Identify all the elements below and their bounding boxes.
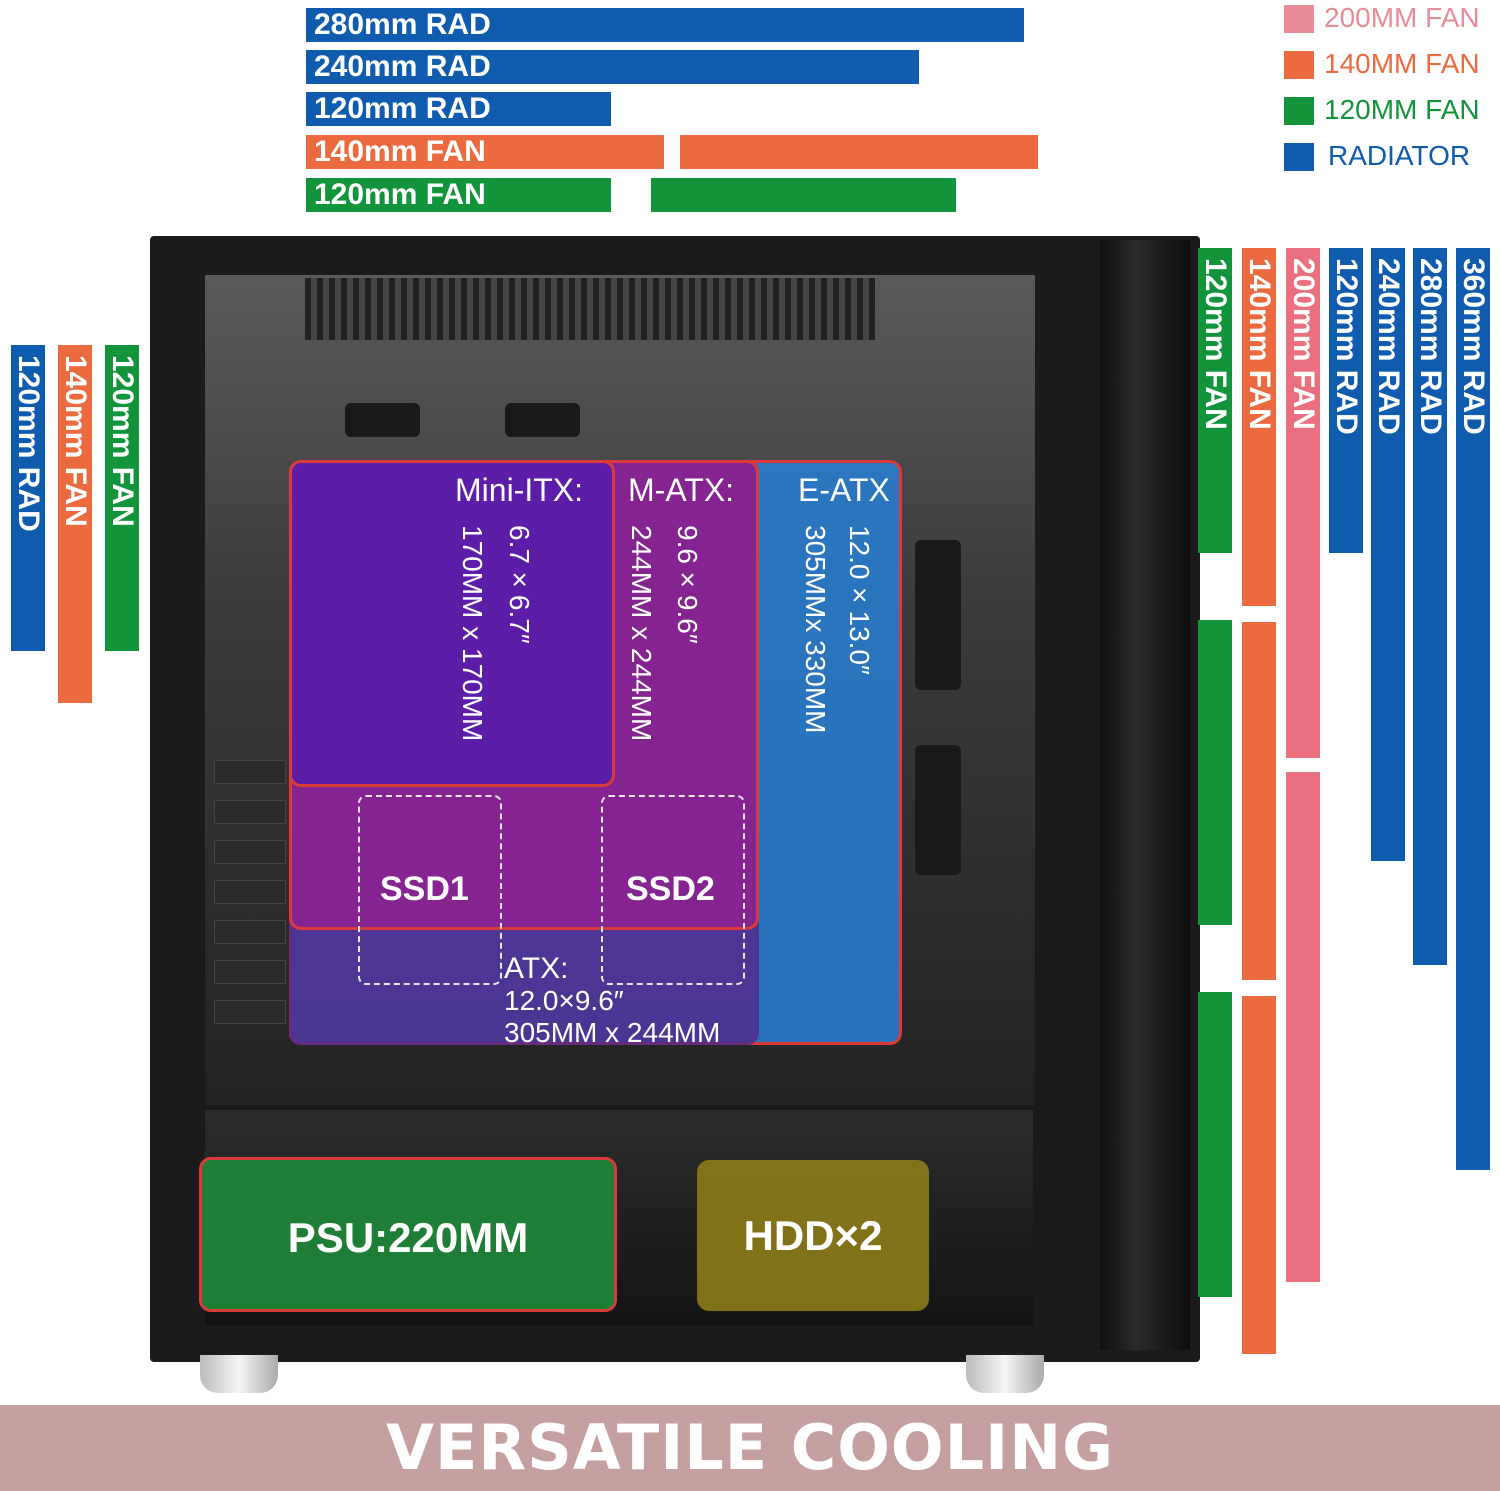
mini-itx-title: Mini-ITX: [455, 472, 583, 508]
ssd2-slot [601, 795, 745, 985]
psu-bay: PSU:220MM [199, 1157, 617, 1312]
front-bar-label: 140mm FAN [1243, 258, 1276, 430]
top-vent [305, 278, 875, 340]
expansion-slot [214, 880, 286, 904]
cable-cutout [915, 540, 961, 690]
rear-bar-120mm-fan: 120mm FAN [105, 345, 139, 651]
ssd1-slot [358, 795, 502, 985]
matx-mm: 244MM x 244MM [626, 525, 657, 742]
front-bar-120mm-fan-2 [1198, 620, 1232, 925]
ssd1-label: SSD1 [380, 870, 469, 908]
ssd2-label: SSD2 [626, 870, 715, 908]
front-bar-label: 200mm FAN [1287, 258, 1320, 430]
rear-bar-label: 140mm FAN [59, 355, 92, 527]
front-bar-280mm-rad: 280mm RAD [1413, 248, 1447, 965]
front-bar-label: 360mm RAD [1457, 258, 1490, 435]
case-foot [200, 1355, 278, 1393]
front-bar-200mm-fan: 200mm FAN [1286, 248, 1320, 758]
legend-swatch [1284, 97, 1314, 125]
top-bar-240mm-rad: 240mm RAD [306, 50, 919, 84]
atx-inch: 12.0×9.6″ [504, 985, 624, 1016]
cable-cutout [505, 403, 580, 437]
hdd-bay: HDD×2 [697, 1160, 929, 1311]
rear-bar-label: 120mm RAD [12, 355, 45, 532]
legend-label: 120MM FAN [1324, 94, 1480, 125]
front-bar-140mm-fan: 140mm FAN [1242, 248, 1276, 606]
top-bar-140mm-fan-2 [680, 135, 1038, 169]
cable-cutout [345, 403, 420, 437]
mini-itx-inch: 6.7×6.7″ [504, 525, 535, 644]
front-bar-label: 120mm FAN [1199, 258, 1232, 430]
eatx-title: E-ATX [798, 472, 890, 508]
legend-label: 200MM FAN [1324, 2, 1480, 33]
legend-label: RADIATOR [1328, 140, 1471, 171]
case-foot [966, 1355, 1044, 1393]
front-bar-140mm-fan-2 [1242, 622, 1276, 980]
expansion-slot [214, 800, 286, 824]
banner: VERSATILE COOLING [0, 1405, 1500, 1491]
front-bar-120mm-rad: 120mm RAD [1329, 248, 1363, 553]
front-bar-240mm-rad: 240mm RAD [1371, 248, 1405, 861]
front-bar-120mm-fan: 120mm FAN [1198, 248, 1232, 553]
expansion-slot [214, 840, 286, 864]
cable-cutout [915, 745, 961, 875]
front-bar-200mm-fan-2 [1286, 772, 1320, 1282]
legend-swatch [1284, 5, 1314, 33]
front-bar-label: 240mm RAD [1372, 258, 1405, 435]
mini-itx-area [289, 460, 615, 787]
eatx-mm: 305MMx 330MM [800, 525, 831, 734]
front-bar-label: 120mm RAD [1330, 258, 1363, 435]
atx-title: ATX: [504, 952, 569, 985]
front-bar-140mm-fan-3 [1242, 996, 1276, 1354]
mini-itx-mm: 170MM x 170MM [457, 525, 488, 742]
legend-swatch [1284, 143, 1314, 171]
rear-bar-120mm-rad: 120mm RAD [11, 345, 45, 651]
expansion-slot [214, 760, 286, 784]
rear-bar-140mm-fan: 140mm FAN [58, 345, 92, 703]
front-bar-120mm-fan-3 [1198, 992, 1232, 1297]
eatx-inch: 12.0×13.0″ [844, 525, 875, 675]
rear-bar-label: 120mm FAN [106, 355, 139, 527]
matx-inch: 9.6×9.6″ [672, 525, 703, 644]
top-bar-120mm-fan: 120mm FAN [306, 178, 611, 212]
legend-label: 140MM FAN [1324, 48, 1480, 79]
top-bar-140mm-fan: 140mm FAN [306, 135, 664, 169]
legend-swatch [1284, 51, 1314, 79]
expansion-slot [214, 920, 286, 944]
front-bar-label: 280mm RAD [1414, 258, 1447, 435]
front-bar-360mm-rad: 360mm RAD [1456, 248, 1490, 1170]
matx-title: M-ATX: [628, 472, 735, 508]
case-front-panel [1100, 240, 1190, 1350]
expansion-slot [214, 960, 286, 984]
expansion-slot [214, 1000, 286, 1024]
banner-title: VERSATILE COOLING [386, 1411, 1114, 1484]
top-bar-120mm-fan-2 [651, 178, 956, 212]
atx-mm: 305MM x 244MM [504, 1017, 721, 1048]
top-bar-280mm-rad: 280mm RAD [306, 8, 1024, 42]
top-bar-120mm-rad: 120mm RAD [306, 92, 611, 126]
